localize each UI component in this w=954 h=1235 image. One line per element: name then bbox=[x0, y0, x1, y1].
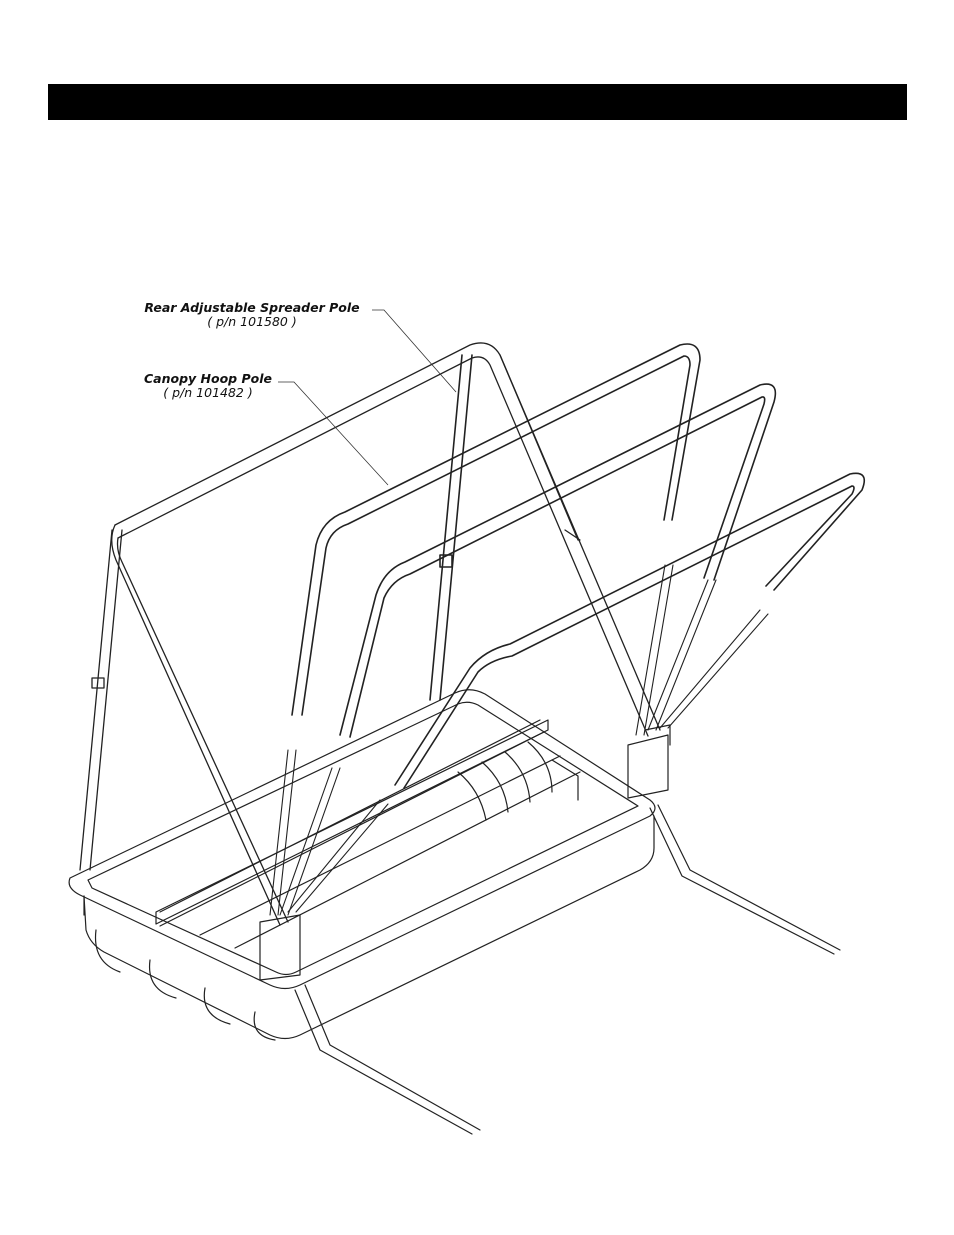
main-frame bbox=[112, 343, 660, 925]
callout-name: Rear Adjustable Spreader Pole bbox=[134, 300, 370, 315]
spreader-pole-left bbox=[80, 530, 122, 870]
canopy-hoop-2 bbox=[340, 384, 775, 737]
callout-part-number: ( p/n 101580 ) bbox=[134, 315, 370, 329]
canopy-hoop-1 bbox=[292, 344, 700, 715]
sled-tub bbox=[69, 690, 655, 1040]
callout-part-number: ( p/n 101482 ) bbox=[136, 386, 280, 400]
spreader-pole-rear bbox=[430, 355, 472, 700]
tow-arms bbox=[295, 805, 840, 1134]
callout-name: Canopy Hoop Pole bbox=[136, 371, 280, 386]
mount-brackets bbox=[260, 725, 670, 980]
callout-canopy-hoop-pole: Canopy Hoop Pole ( p/n 101482 ) bbox=[136, 371, 280, 400]
canopy-hoop-3 bbox=[395, 473, 864, 788]
callout-rear-spreader-pole: Rear Adjustable Spreader Pole ( p/n 1015… bbox=[134, 300, 370, 329]
